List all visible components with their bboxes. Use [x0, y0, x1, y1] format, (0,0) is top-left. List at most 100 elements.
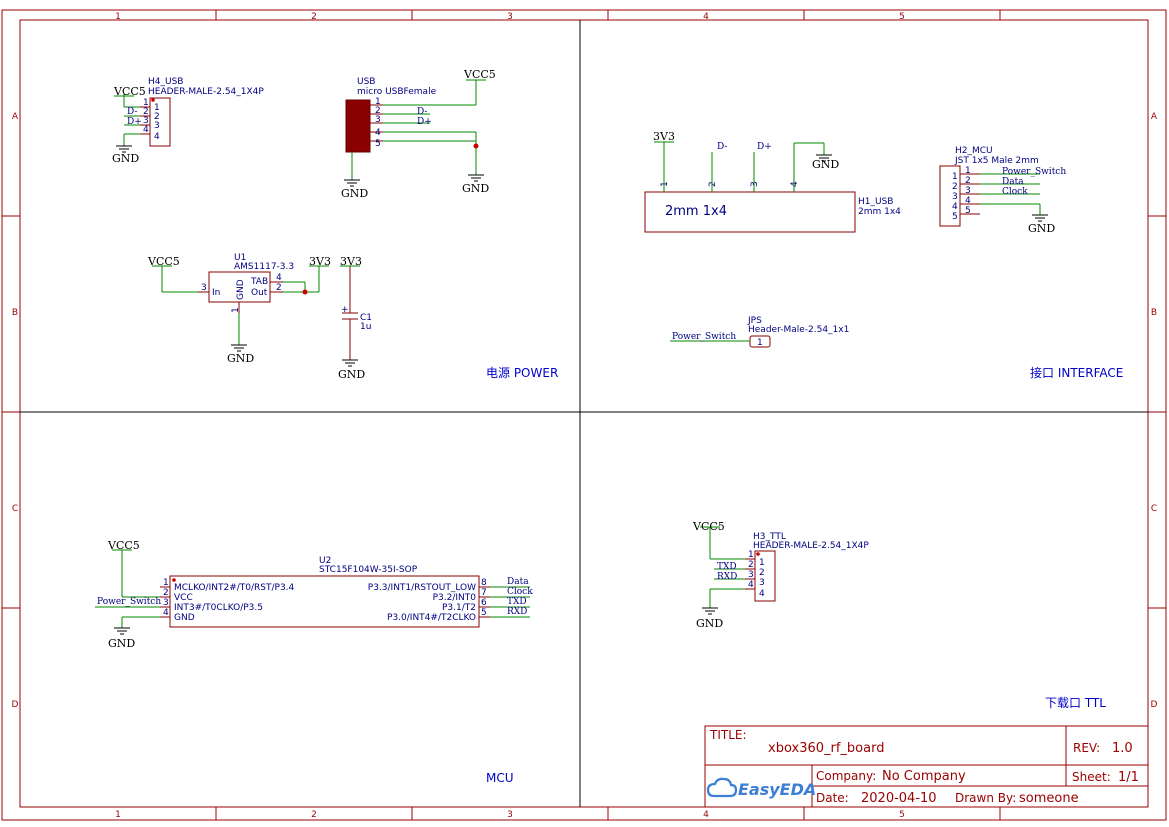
- h1-body-label: 2mm 1x4: [665, 204, 727, 219]
- company-label: Company:: [816, 769, 876, 783]
- u2-gnd-label: GND: [108, 637, 135, 650]
- section-title-interface: 接口 INTERFACE: [1030, 365, 1123, 380]
- c1-gnd-symbol: [342, 359, 358, 367]
- u2-ref: U2: [319, 556, 331, 566]
- h1-value: 2mm 1x4: [858, 207, 901, 217]
- h3-txd-label: TXD: [717, 562, 737, 572]
- u1-3v3-label: 3V3: [309, 255, 331, 268]
- zone-col-1-bottom: 1: [115, 810, 121, 820]
- h3-pin4-num: 4: [748, 580, 754, 590]
- usb-pin5-num: 5: [375, 139, 381, 149]
- h2-pin1-left: 1: [952, 172, 958, 182]
- h3-wires: [709, 527, 745, 608]
- h3-ttl-header[interactable]: H3_TTL HEADER-MALE-2.54_1X4P 1 2 3 4 1 2…: [745, 532, 869, 602]
- h1-pin2-num: 2: [708, 181, 718, 187]
- h1-dplus-label: D+: [757, 142, 772, 152]
- h1-pin4-num: 4: [790, 181, 800, 187]
- h3-pin2-name: 2: [759, 568, 765, 578]
- h4-pin1-num: 1: [143, 98, 149, 108]
- usb-pin3-num: 3: [375, 115, 381, 125]
- h4-usb-header[interactable]: H4_USB HEADER-MALE-2.54_1X4P 1 2 3 4 1 2…: [140, 77, 264, 147]
- u2-left-name-2: VCC: [174, 593, 193, 603]
- h4-pin3-name: 3: [154, 121, 160, 131]
- u2-data-label: Data: [507, 577, 529, 587]
- section-dividers: [20, 20, 1148, 807]
- sheet-value: 1/1: [1118, 770, 1139, 785]
- jps-power-switch-label: Power_Switch: [672, 332, 736, 342]
- h4-pin4-num: 4: [143, 125, 149, 135]
- usb-connector[interactable]: USB micro USBFemale 1 2 3 4 5: [345, 77, 437, 153]
- zone-col-1-top: 1: [115, 12, 121, 22]
- u2-txd-label: TXD: [507, 597, 527, 607]
- usb-wires: [351, 80, 479, 180]
- u2-right-name-8: P3.3/INT1/RSTOUT_LOW: [368, 583, 476, 593]
- u2-right-name-7: P3.2/INT0: [433, 593, 477, 603]
- h2-mcu-connector[interactable]: H2_MCU JST 1x5 Male 2mm 1 2 3 4 5 1 2 3 …: [939, 146, 1039, 227]
- u2-gnd-symbol: [114, 627, 130, 635]
- u1-num-gnd: 1: [231, 307, 241, 313]
- u2-right-num-5: 5: [481, 608, 487, 618]
- h2-data-label: Data: [1002, 177, 1024, 187]
- h4-value: HEADER-MALE-2.54_1X4P: [148, 87, 264, 97]
- c1-capacitor[interactable]: + C1 1u: [341, 266, 372, 360]
- easyeda-logo: EasyEDA: [706, 777, 816, 799]
- h2-pin2-left: 2: [952, 182, 958, 192]
- h4-gnd-label: GND: [112, 152, 139, 165]
- u2-right-name-5: P3.0/INT4#/T2CLKO: [387, 613, 476, 623]
- usb-value: micro USBFemale: [357, 87, 437, 97]
- zone-col-2-bottom: 2: [311, 810, 317, 820]
- date-label: Date:: [816, 791, 849, 805]
- date-value: 2020-04-10: [861, 791, 937, 806]
- h4-pin3-num: 3: [143, 116, 149, 126]
- c1-3v3-label: 3V3: [340, 255, 362, 268]
- h4-pin2-name: 2: [154, 112, 160, 122]
- section-title-ttl: 下载口 TTL: [1045, 696, 1106, 710]
- zone-row-c-right: C: [1151, 504, 1157, 514]
- h3-pin4-name: 4: [759, 589, 765, 599]
- u2-rxd-label: RXD: [507, 607, 527, 617]
- zone-col-5-top: 5: [899, 12, 905, 22]
- h3-pin1-num: 1: [748, 550, 754, 560]
- h1-usb-connector[interactable]: 2mm 1x4 H1_USB 2mm 1x4 1 2 3 4: [644, 181, 901, 233]
- h2-pin4-num: 4: [965, 196, 971, 206]
- h4-dminus-label: D-: [127, 107, 137, 117]
- section-title-power: 电源 POWER: [486, 366, 558, 380]
- u2-left-name-3: INT3#/T0CLKO/P3.5: [174, 603, 263, 613]
- zone-col-5-bottom: 5: [899, 810, 905, 820]
- u1-pin-out: Out: [251, 288, 268, 298]
- zone-col-3-bottom: 3: [507, 810, 513, 820]
- h3-gnd-label: GND: [696, 617, 723, 630]
- c1-gnd-label: GND: [338, 368, 365, 381]
- title-label: TITLE:: [709, 728, 747, 742]
- usb-ref: USB: [357, 77, 375, 87]
- h1-ref: H1_USB: [858, 197, 893, 207]
- jps-ref: JPS: [747, 316, 762, 326]
- u1-gnd-symbol: [231, 344, 247, 352]
- u2-right-num-8: 8: [481, 578, 487, 588]
- u1-vcc5-label: VCC5: [147, 255, 180, 268]
- u1-pin-gnd: GND: [236, 279, 246, 300]
- usb-gnd-symbol-left: [344, 179, 360, 187]
- h2-pin4-left: 4: [952, 202, 958, 212]
- c1-ref: C1: [360, 313, 372, 323]
- u1-wires: [161, 266, 320, 345]
- zone-labels: 1 2 3 4 5 1 2 3 4 5 A B C D A B C D: [12, 12, 1158, 820]
- h1-pin1-num: 1: [660, 181, 670, 187]
- jps-header[interactable]: JPS Header-Male-2.54_1x1 1: [747, 316, 849, 348]
- u1-value: AMS1117-3.3: [234, 262, 294, 272]
- u2-mcu[interactable]: U2 STC15F104W-35I-SOP 1 2 3 4 MCLKO/INT2…: [160, 556, 490, 628]
- h3-pin2-num: 2: [748, 560, 754, 570]
- h2-pin1-num: 1: [965, 166, 971, 176]
- u1-num-in: 3: [201, 283, 207, 293]
- h1-3v3-label: 3V3: [653, 130, 675, 143]
- h3-pin1-name: 1: [759, 558, 765, 568]
- drawn-label: Drawn By:: [955, 791, 1016, 805]
- usb-gnd-symbol-right: [468, 174, 484, 182]
- h2-pin3-left: 3: [952, 192, 958, 202]
- u2-left-num-4: 4: [163, 608, 169, 618]
- h3-pin3-name: 3: [759, 578, 765, 588]
- u1-regulator[interactable]: U1 AMS1117-3.3 In TAB Out GND 3 4 2 1: [198, 253, 294, 313]
- h4-dplus-label: D+: [127, 117, 142, 127]
- h3-rxd-label: RXD: [717, 572, 737, 582]
